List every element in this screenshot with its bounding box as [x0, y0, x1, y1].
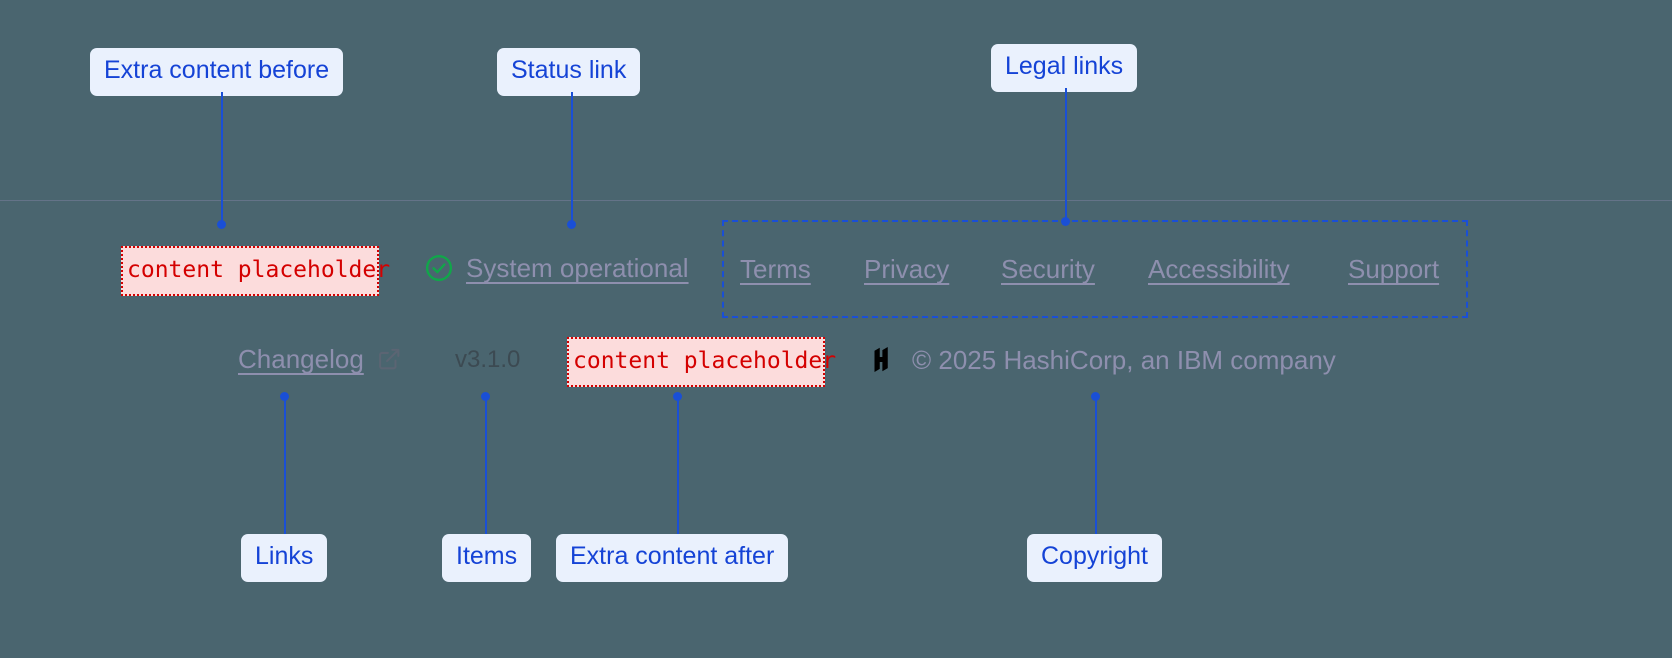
leader-dot-legal-links: [1061, 217, 1070, 226]
footer-top-divider: [0, 200, 1672, 201]
leader-line-extra-content-after: [677, 396, 679, 534]
changelog-link[interactable]: Changelog: [238, 346, 402, 372]
external-link-icon: [376, 346, 402, 372]
status-link-label: System operational: [466, 253, 689, 283]
callout-items: Items: [442, 534, 532, 582]
leader-dot-extra-content-before: [217, 220, 226, 229]
copyright-label: © 2025 HashiCorp, an IBM company: [912, 345, 1336, 375]
leader-line-links: [284, 396, 286, 534]
callout-copyright: Copyright: [1027, 534, 1162, 582]
version-label: v3.1.0: [455, 346, 521, 373]
check-circle-icon: [424, 253, 454, 283]
extra-content-after-placeholder: content placeholder: [567, 337, 836, 387]
leader-line-items: [485, 396, 487, 534]
legal-link-terms[interactable]: Terms: [740, 254, 811, 284]
leader-line-status-link: [571, 92, 573, 224]
brand-copyright: © 2025 HashiCorp, an IBM company: [868, 345, 1336, 375]
callout-legal-links: Legal links: [991, 44, 1138, 92]
legal-link-privacy[interactable]: Privacy: [864, 254, 950, 284]
changelog-label: Changelog: [238, 344, 364, 374]
leader-line-extra-content-before: [221, 92, 223, 224]
hashicorp-logo: [868, 345, 898, 375]
callout-extra-content-before: Extra content before: [90, 48, 344, 96]
status-link[interactable]: System operational: [424, 253, 689, 283]
legal-link-support[interactable]: Support: [1348, 254, 1440, 284]
callout-status-link: Status link: [497, 48, 641, 96]
leader-line-legal-links: [1065, 88, 1067, 224]
leader-line-copyright: [1095, 396, 1097, 534]
callout-extra-content-after: Extra content after: [556, 534, 789, 582]
callout-links: Links: [241, 534, 328, 582]
leader-dot-status-link: [567, 220, 576, 229]
legal-link-security[interactable]: Security: [1001, 254, 1095, 284]
legal-link-accessibility[interactable]: Accessibility: [1148, 254, 1290, 284]
extra-content-before-placeholder: content placeholder: [121, 246, 390, 296]
